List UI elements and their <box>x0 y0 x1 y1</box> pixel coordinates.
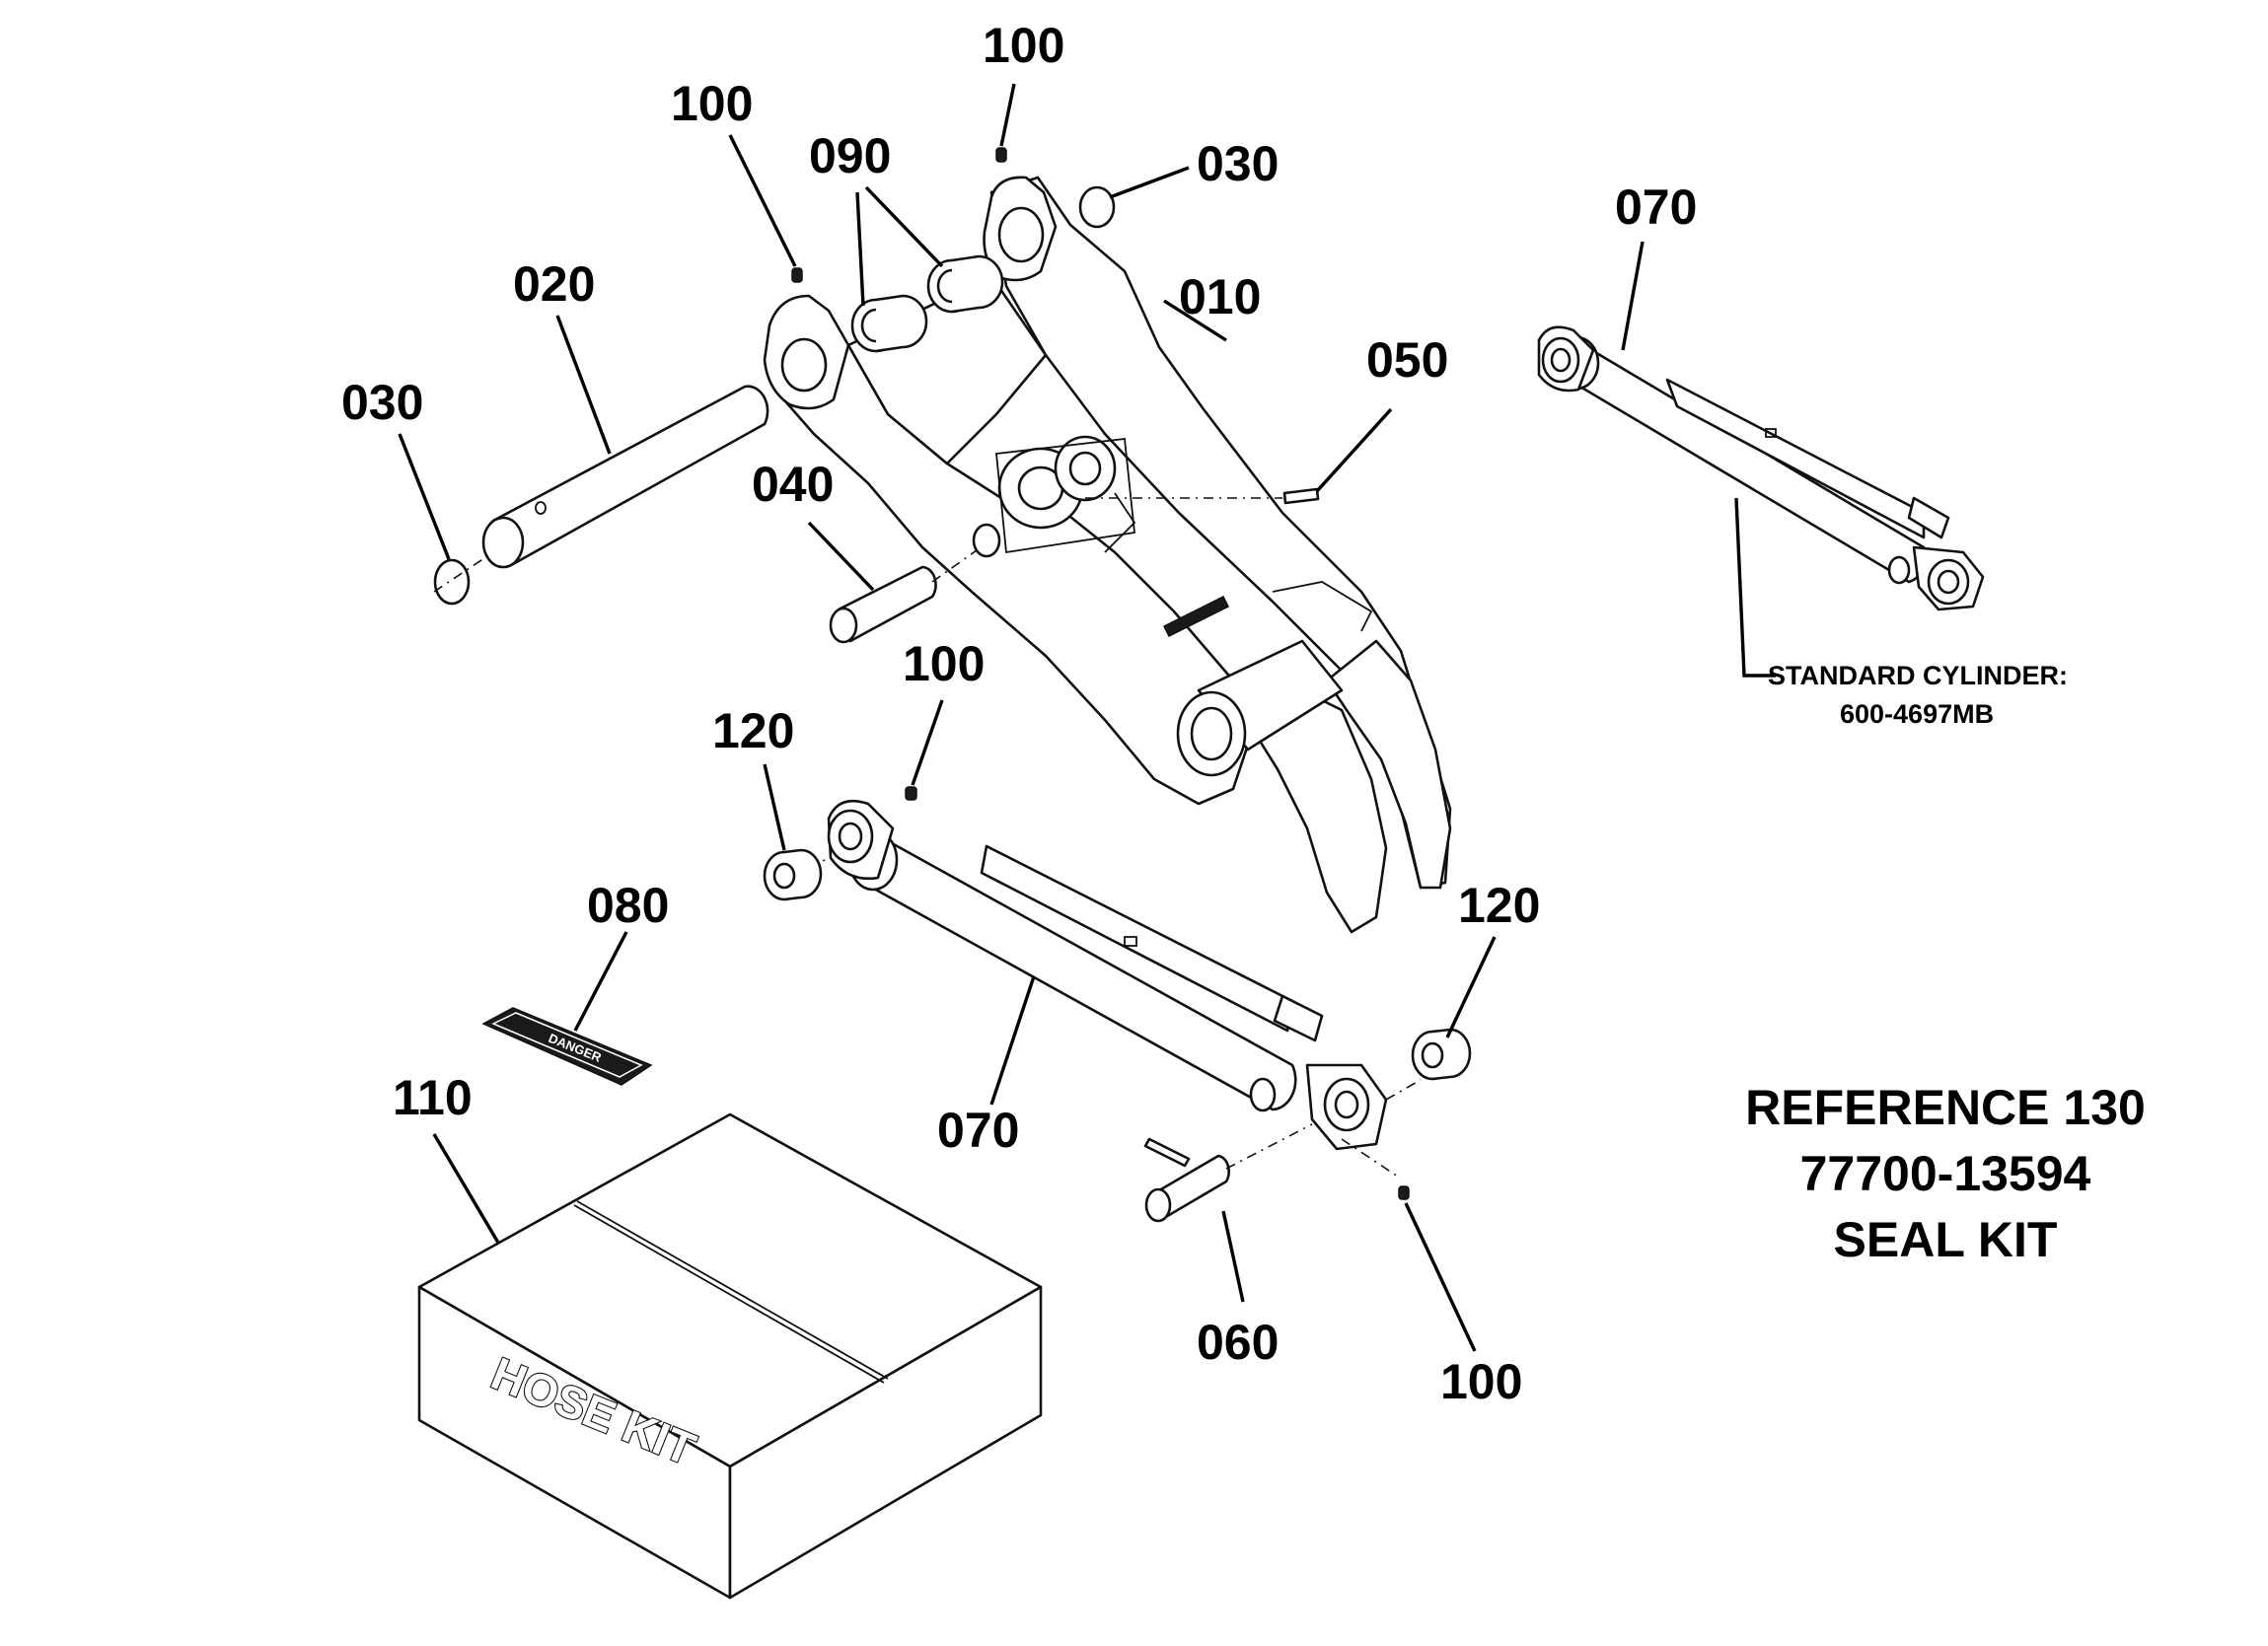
callout-050: 050 <box>1366 332 1448 388</box>
reference-part-number: 77700-13594 <box>1800 1146 2091 1201</box>
grease-fitting-100-d <box>1398 1185 1410 1200</box>
decal-080: DANGER <box>481 1007 653 1086</box>
standard-cylinder-note: STANDARD CYLINDER: 600-4697MB <box>1768 661 2068 729</box>
callout-100-d: 100 <box>1440 1354 1522 1409</box>
cylinder-070-bottom <box>808 799 1422 1180</box>
retaining-ring-030-left <box>433 558 471 606</box>
reference-description: SEAL KIT <box>1834 1212 2058 1267</box>
pin-050 <box>1085 487 1320 505</box>
callout-100-b: 100 <box>983 18 1064 73</box>
callout-070-bottom: 070 <box>937 1103 1019 1158</box>
callout-120-left: 120 <box>712 703 794 758</box>
callout-080: 080 <box>587 878 669 933</box>
standard-cylinder-part-number: 600-4697MB <box>1840 699 1994 729</box>
callout-030-right: 030 <box>1197 136 1279 191</box>
pin-060 <box>1143 1123 1313 1223</box>
callout-070-top: 070 <box>1615 179 1697 235</box>
callout-110: 110 <box>393 1070 473 1125</box>
callout-040: 040 <box>752 457 834 512</box>
callout-010: 010 <box>1179 269 1261 324</box>
grease-fitting-100-c <box>905 786 917 801</box>
callout-060: 060 <box>1197 1315 1279 1370</box>
leader-lines <box>398 83 1776 1352</box>
pin-020 <box>433 385 769 593</box>
callout-labels: 010 020 030 030 040 050 060 070 070 080 … <box>341 18 1697 1409</box>
standard-cylinder-title: STANDARD CYLINDER: <box>1768 661 2068 690</box>
callout-100-a: 100 <box>671 76 753 131</box>
pin-040 <box>829 549 978 644</box>
retaining-ring-030-right <box>1078 185 1116 229</box>
callout-030-left: 030 <box>341 375 423 430</box>
callout-020: 020 <box>513 256 595 312</box>
callout-090: 090 <box>809 128 891 183</box>
bushings-090 <box>850 254 1004 353</box>
cylinder-070-standard <box>1537 325 1985 611</box>
pivot-mechanism <box>995 435 1136 554</box>
callout-120-right: 120 <box>1458 878 1540 933</box>
reference-title: REFERENCE 130 <box>1745 1080 2146 1135</box>
callout-100-c: 100 <box>903 636 985 691</box>
reference-seal-kit-note: REFERENCE 130 77700-13594 SEAL KIT <box>1745 1080 2146 1267</box>
thumb-frame-010 <box>763 147 1452 934</box>
bushings-120 <box>763 848 1472 1081</box>
hose-kit-box-110: HOSE KIT <box>417 1112 1043 1600</box>
